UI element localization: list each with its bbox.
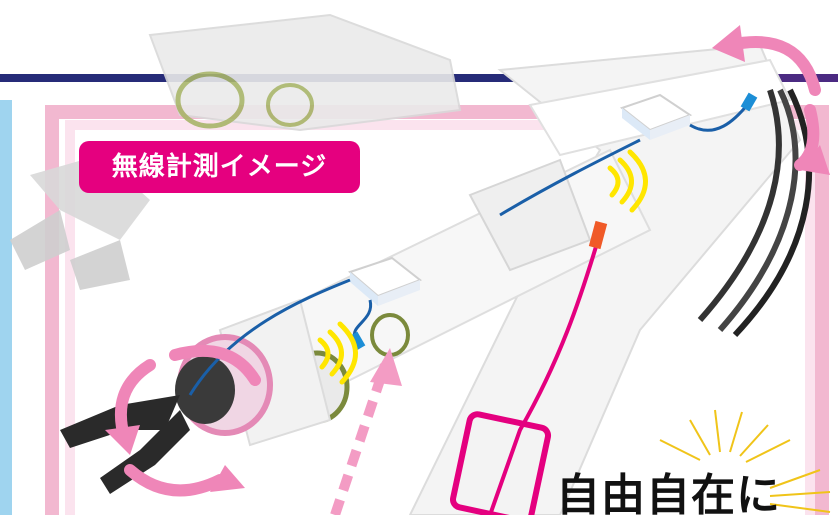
catchphrase-text: 自由自在に: [556, 470, 781, 515]
wireless-measurement-badge: 無線計測イメージ: [79, 141, 360, 193]
orange-connector: [588, 220, 608, 250]
sensor-module-upper: [619, 93, 693, 140]
pink-frame-inner: [65, 120, 815, 515]
blue-wire-upper-right: [689, 103, 750, 132]
blue-wire-upper: [499, 138, 641, 217]
sparkle-burst-icon: [659, 409, 831, 513]
magenta-wire: [488, 239, 600, 515]
rotation-arrowhead-top: [712, 25, 745, 62]
sensor-module-lower: [348, 256, 423, 306]
signal-wave-icon: [317, 149, 648, 385]
rotation-arrowhead-right: [800, 145, 830, 175]
dashed-up-arrow-icon: [330, 348, 402, 515]
blue-wire-lower: [188, 278, 351, 396]
blue-connector-top: [740, 92, 758, 112]
rotation-arrowhead-left: [105, 425, 140, 455]
rotation-arrowhead-bottom: [210, 465, 245, 492]
left-blue-stripe: [0, 100, 12, 515]
